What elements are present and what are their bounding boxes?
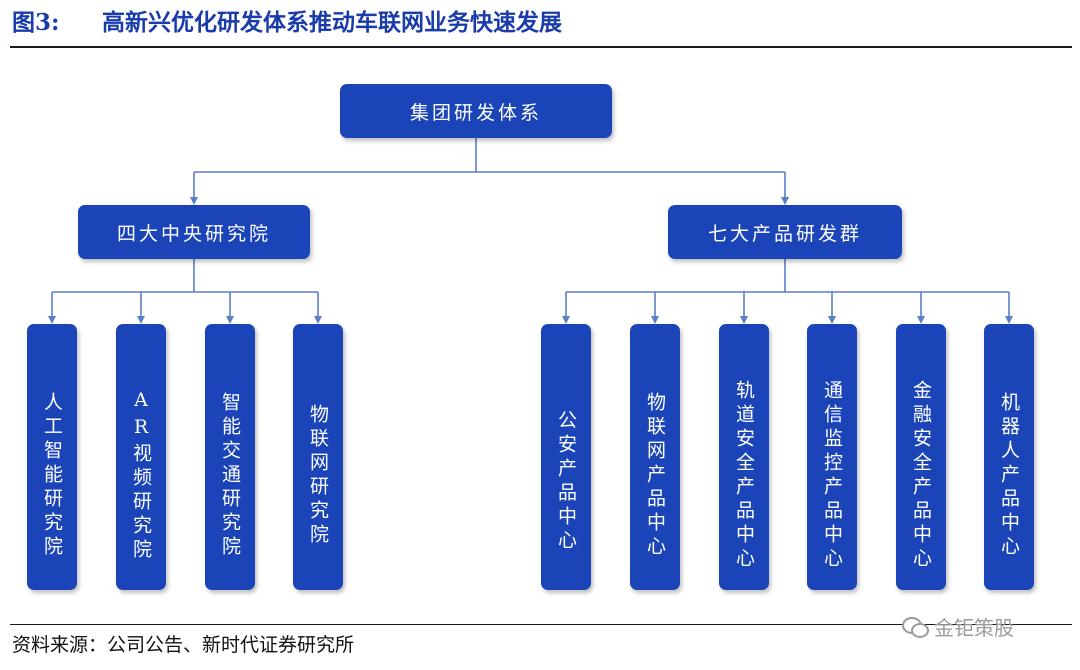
figure-title-text: 高新兴优化研发体系推动车联网业务快速发展 — [102, 9, 562, 36]
arrowhead — [226, 316, 234, 324]
figure-number: 图3: — [12, 9, 60, 36]
leaf-node: 金融安全产品中心 — [896, 324, 946, 590]
wechat-icon — [902, 615, 929, 638]
leaf-node: 公安产品中心 — [541, 324, 591, 590]
root-node: 集团研发体系 — [340, 84, 612, 138]
arrowhead — [740, 316, 748, 324]
arrowhead — [562, 316, 570, 324]
arrowhead — [190, 197, 198, 205]
branch-node-central-institutes: 四大中央研究院 — [78, 205, 310, 259]
watermark-text: 金钜策股 — [934, 615, 1014, 640]
leaf-node: 物联网产品中心 — [630, 324, 680, 590]
leaf-node: AR视频研究院 — [116, 324, 166, 590]
leaf-node: 通信监控产品中心 — [807, 324, 857, 590]
arrowhead — [48, 316, 56, 324]
bottom-rule — [10, 624, 1072, 625]
source-note: 资料来源：公司公告、新时代证券研究所 — [12, 634, 355, 656]
leaf-node: 人工智能研究院 — [27, 324, 77, 590]
arrowhead — [651, 316, 659, 324]
leaf-node: 智能交通研究院 — [205, 324, 255, 590]
leaf-node: 机器人产品中心 — [984, 324, 1034, 590]
arrowhead — [1005, 316, 1013, 324]
leaf-node: 轨道安全产品中心 — [719, 324, 769, 590]
arrowhead — [828, 316, 836, 324]
arrowhead — [917, 316, 925, 324]
branch-node-product-groups: 七大产品研发群 — [668, 205, 902, 259]
arrowhead — [781, 197, 789, 205]
watermark: 金钜策股 — [902, 608, 1014, 644]
arrowhead — [314, 316, 322, 324]
arrowhead — [137, 316, 145, 324]
figure-title: 图3: 高新兴优化研发体系推动车联网业务快速发展 — [12, 6, 562, 40]
leaf-node: 物联网研究院 — [293, 324, 343, 590]
top-rule — [10, 46, 1072, 48]
